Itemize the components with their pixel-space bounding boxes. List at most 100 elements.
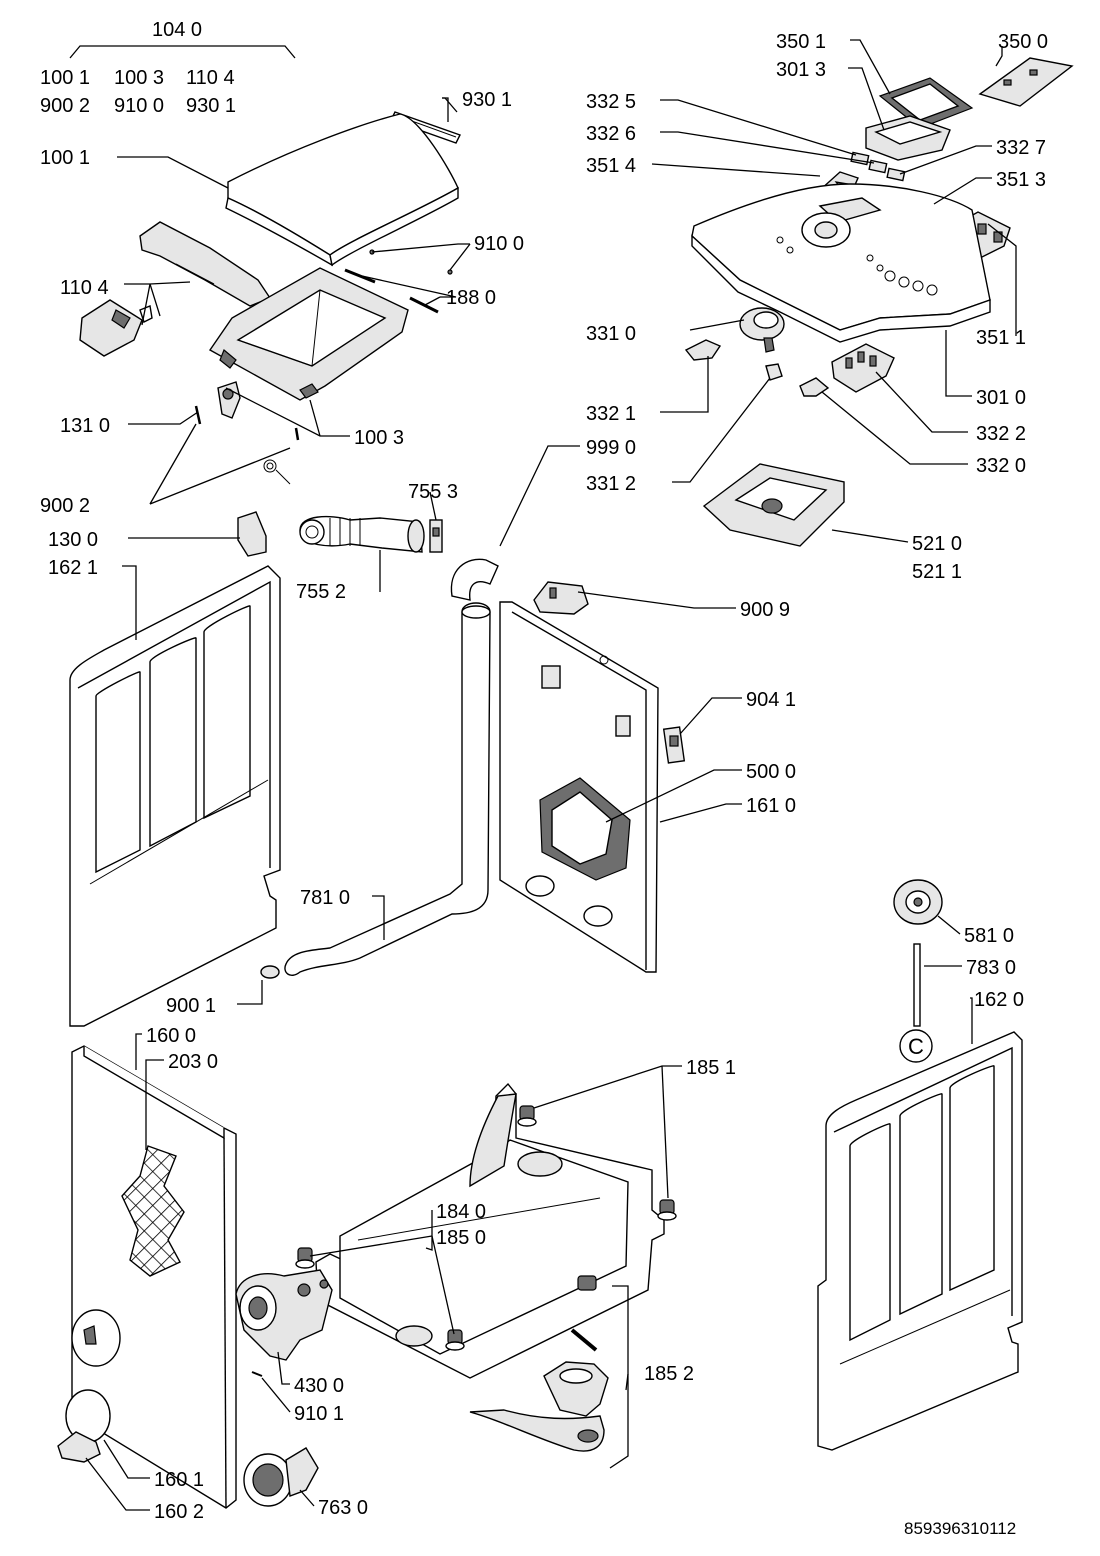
part-lid bbox=[225, 113, 459, 267]
label-1852: 185 2 bbox=[644, 1363, 694, 1385]
label-1621: 162 1 bbox=[48, 557, 98, 579]
label-3325: 332 5 bbox=[586, 91, 636, 113]
label-9990: 999 0 bbox=[586, 437, 636, 459]
part-lid-lock bbox=[217, 381, 241, 419]
label-9100: 910 0 bbox=[474, 233, 524, 255]
label-9301-kit: 930 1 bbox=[186, 95, 236, 117]
callout-labels: 104 0 100 1 100 3 110 4 900 2 910 0 930 … bbox=[40, 19, 1048, 1538]
label-3501: 350 1 bbox=[776, 31, 826, 53]
part-right-side-panel bbox=[817, 1031, 1023, 1451]
label-7630: 763 0 bbox=[318, 1497, 368, 1519]
part-display-holder bbox=[865, 115, 951, 161]
part-display-board bbox=[878, 77, 974, 129]
label-3320: 332 0 bbox=[976, 455, 1026, 477]
part-pressure-switch bbox=[893, 879, 943, 925]
label-3312: 331 2 bbox=[586, 473, 636, 495]
label-2030: 203 0 bbox=[168, 1051, 218, 1073]
connector-c-letter: C bbox=[908, 1034, 924, 1059]
label-1310: 131 0 bbox=[60, 415, 110, 437]
label-1001-kit: 100 1 bbox=[40, 67, 90, 89]
part-foot-right bbox=[657, 1199, 677, 1221]
part-electronic-module bbox=[539, 777, 631, 881]
label-3511: 351 1 bbox=[976, 327, 1026, 349]
label-5000: 500 0 bbox=[746, 761, 796, 783]
label-7810: 781 0 bbox=[300, 887, 350, 909]
part-drain-hose bbox=[284, 602, 491, 976]
leader-lines bbox=[85, 39, 1017, 1511]
part-bracket-9041 bbox=[662, 726, 686, 764]
label-3327: 332 7 bbox=[996, 137, 1046, 159]
label-1602: 160 2 bbox=[154, 1501, 204, 1523]
part-bracket-9009 bbox=[533, 581, 589, 615]
label-3322: 332 2 bbox=[976, 423, 1026, 445]
part-foot-left bbox=[295, 1247, 315, 1269]
label-4300: 430 0 bbox=[294, 1375, 344, 1397]
part-screw-9101 bbox=[251, 1371, 263, 1377]
label-9301: 930 1 bbox=[462, 89, 512, 111]
part-front-panel bbox=[71, 1045, 237, 1509]
label-5810: 581 0 bbox=[964, 925, 1014, 947]
part-leveling-assembly bbox=[469, 1275, 609, 1452]
label-7552: 755 2 bbox=[296, 581, 346, 603]
part-clamp-9001 bbox=[260, 965, 280, 979]
label-9041: 904 1 bbox=[746, 689, 796, 711]
label-3010: 301 0 bbox=[976, 387, 1026, 409]
part-cover-box bbox=[237, 511, 267, 557]
part-foot-rear bbox=[517, 1105, 537, 1127]
part-drain-pump bbox=[235, 1269, 333, 1361]
label-1601: 160 1 bbox=[154, 1469, 204, 1491]
label-9002-kit: 900 2 bbox=[40, 95, 90, 117]
label-9100-kit: 910 0 bbox=[114, 95, 164, 117]
part-knob bbox=[739, 307, 785, 353]
label-1850: 185 0 bbox=[436, 1227, 486, 1249]
part-elbow-9990 bbox=[450, 558, 499, 601]
label-9009: 900 9 bbox=[740, 599, 790, 621]
document-number: 859396310112 bbox=[904, 1519, 1016, 1538]
part-331-2 bbox=[765, 363, 783, 381]
label-1840: 184 0 bbox=[436, 1201, 486, 1223]
label-9101: 910 1 bbox=[294, 1403, 344, 1425]
part-front-trim bbox=[139, 221, 272, 307]
label-1600: 160 0 bbox=[146, 1025, 196, 1047]
connector-c bbox=[899, 1029, 933, 1063]
label-3326: 332 6 bbox=[586, 123, 636, 145]
label-1880: 188 0 bbox=[446, 287, 496, 309]
part-main-board bbox=[978, 57, 1074, 107]
label-5210: 521 0 bbox=[912, 533, 962, 555]
label-1104-kit: 110 4 bbox=[186, 67, 235, 89]
label-1003-kit: 100 3 bbox=[114, 67, 164, 89]
label-1851: 185 1 bbox=[686, 1057, 736, 1079]
label-1001: 100 1 bbox=[40, 147, 90, 169]
part-bellows-hose bbox=[299, 515, 425, 553]
part-switch-cluster bbox=[831, 343, 895, 393]
part-dispenser-tray bbox=[702, 463, 845, 547]
label-1610: 161 0 bbox=[746, 795, 796, 817]
part-332-1 bbox=[684, 339, 722, 361]
label-3321: 332 1 bbox=[586, 403, 636, 425]
part-top-frame bbox=[208, 267, 409, 401]
part-hinge-pins bbox=[344, 249, 453, 314]
part-clamp-7553 bbox=[429, 519, 443, 553]
part-filter bbox=[243, 1447, 319, 1507]
label-5211: 521 1 bbox=[912, 561, 962, 583]
label-3513: 351 3 bbox=[996, 169, 1046, 191]
label-9002: 900 2 bbox=[40, 495, 90, 517]
label-1620: 162 0 bbox=[974, 989, 1024, 1011]
label-1040: 104 0 bbox=[152, 19, 202, 41]
part-control-panel bbox=[691, 183, 991, 343]
kit-bracket bbox=[69, 45, 296, 59]
part-filter-door bbox=[57, 1389, 111, 1463]
label-1003: 100 3 bbox=[354, 427, 404, 449]
part-left-side-panel bbox=[69, 565, 281, 1027]
label-3514: 351 4 bbox=[586, 155, 636, 177]
label-7830: 783 0 bbox=[966, 957, 1016, 979]
part-base-frame bbox=[315, 1082, 665, 1379]
label-9001: 900 1 bbox=[166, 995, 216, 1017]
label-1104: 110 4 bbox=[60, 277, 109, 299]
label-1300: 130 0 bbox=[48, 529, 98, 551]
part-springs bbox=[194, 405, 300, 485]
part-pressure-tube bbox=[913, 943, 921, 1027]
part-lid-handle bbox=[79, 299, 153, 357]
label-7553: 755 3 bbox=[408, 481, 458, 503]
